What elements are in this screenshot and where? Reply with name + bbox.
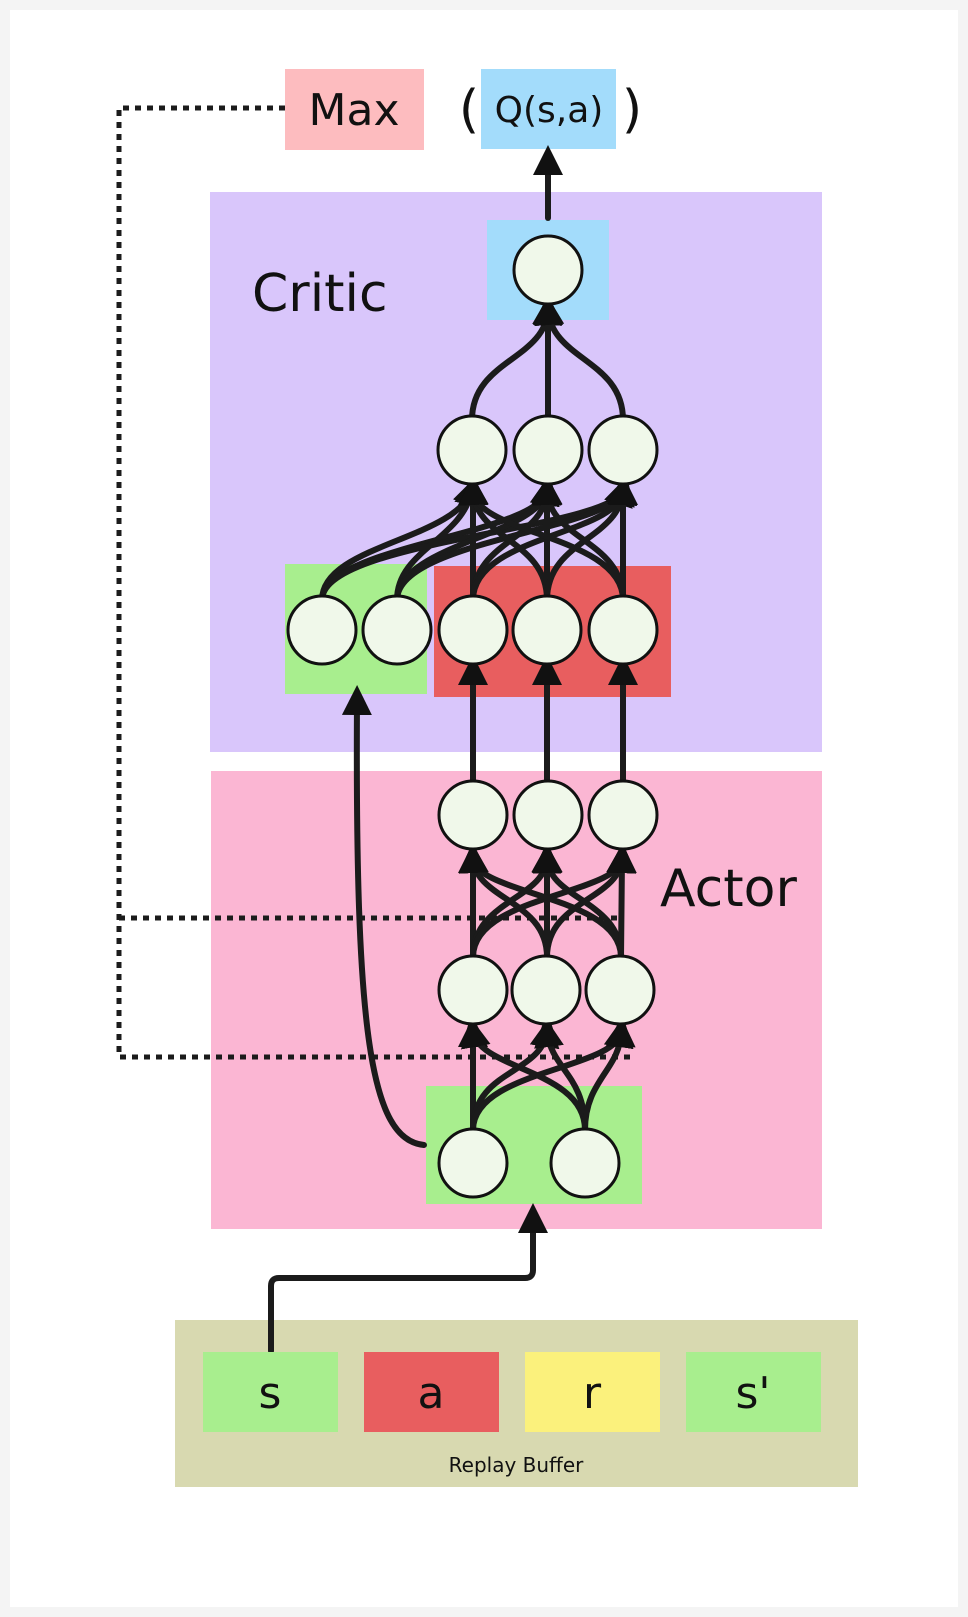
q-value-label: Q(s,a) <box>495 90 604 131</box>
max-box <box>285 69 424 150</box>
actor-output-layer <box>437 779 659 851</box>
critic-hidden-layer <box>436 414 659 486</box>
paren-open: ( <box>459 80 479 140</box>
actor-input-edges <box>458 1017 636 1133</box>
critic-input-layer <box>286 594 659 666</box>
max-label: Max <box>309 85 400 136</box>
actor-hidden-edges <box>458 843 637 960</box>
actor-hidden-layer <box>437 954 656 1026</box>
actor-input-layer <box>437 1127 621 1199</box>
max-dotted-line <box>116 105 631 1060</box>
replay-buffer-label: Replay Buffer <box>449 1453 584 1477</box>
state-to-critic-arrow <box>341 685 427 1148</box>
critic-hidden-edges <box>469 295 626 423</box>
buffer-item-s-prime-box <box>686 1352 821 1432</box>
q-value-box <box>481 69 616 149</box>
buffer-item-r-box <box>525 1352 660 1432</box>
buffer-item-a-box <box>364 1352 499 1432</box>
critic-input-edges <box>319 475 638 603</box>
buffer-item-s: s <box>259 1368 282 1419</box>
paren-close: ) <box>622 80 642 140</box>
critic-label: Critic <box>252 264 388 324</box>
buffer-item-r: r <box>583 1368 602 1419</box>
state-to-actor-arrow <box>268 1203 548 1354</box>
actor-label: Actor <box>660 859 797 919</box>
buffer-item-s-box <box>203 1352 338 1432</box>
critic-output-node <box>512 234 584 306</box>
actor-to-critic-edges <box>458 655 638 793</box>
buffer-item-s-prime: s' <box>735 1368 770 1419</box>
buffer-item-a: a <box>418 1368 445 1419</box>
